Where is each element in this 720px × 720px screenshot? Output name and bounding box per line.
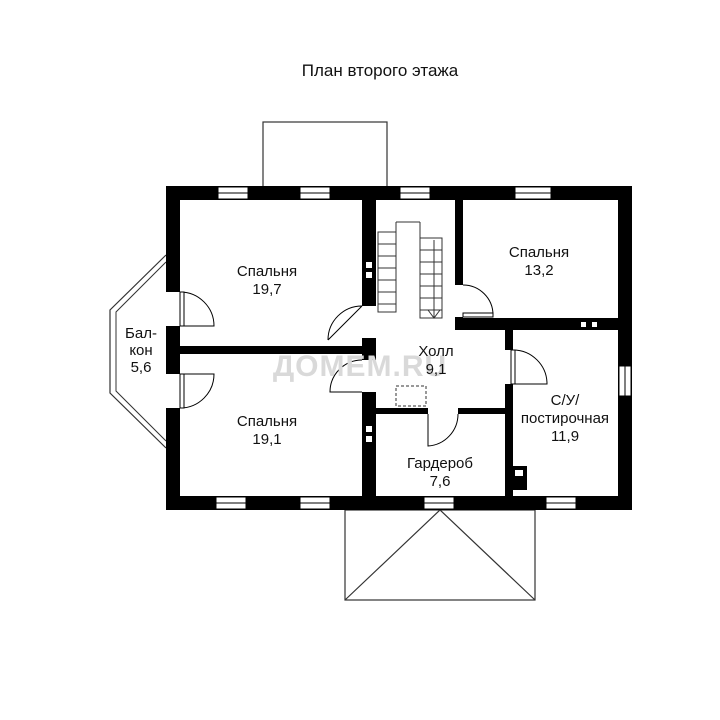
watermark: ДОМЕМ.RU [273, 350, 447, 383]
room-area-balcony: 5,6 [131, 359, 152, 376]
room-name-bedroom-1: Спальня [237, 263, 297, 280]
room-area-wardrobe: 7,6 [430, 473, 451, 490]
bottom-porch-roof [344, 509, 536, 601]
outer-walls [166, 186, 632, 510]
room-name-hall: Холл [418, 343, 453, 360]
room-area-bedroom-3: 13,2 [524, 262, 553, 279]
windows [215, 186, 632, 510]
staircase [377, 221, 443, 319]
attic-hatch [395, 385, 427, 407]
room-area-bathroom: 11,9 [551, 428, 579, 445]
riser-block [511, 466, 527, 490]
riser-opening [515, 470, 523, 476]
door-openings [166, 285, 513, 414]
door-leaves [179, 291, 516, 409]
room-area-bedroom-2: 19,1 [252, 431, 281, 448]
room-name-balcony-line2: кон [129, 342, 152, 359]
room-name-wardrobe: Гардероб [407, 455, 473, 472]
room-name-bedroom-3: Спальня [509, 244, 569, 261]
room-area-bedroom-1: 19,7 [252, 281, 281, 298]
room-area-hall: 9,1 [426, 361, 447, 378]
plan-title: План второго этажа [302, 61, 459, 80]
room-name-balcony-line1: Бал- [125, 325, 157, 342]
room-name-bedroom-2: Спальня [237, 413, 297, 430]
room-name-bathroom-line1: С/У/ [551, 392, 581, 409]
balcony-outline [109, 254, 167, 449]
room-name-bathroom-line2: постирочная [521, 410, 609, 427]
top-porch-outline [262, 121, 388, 188]
